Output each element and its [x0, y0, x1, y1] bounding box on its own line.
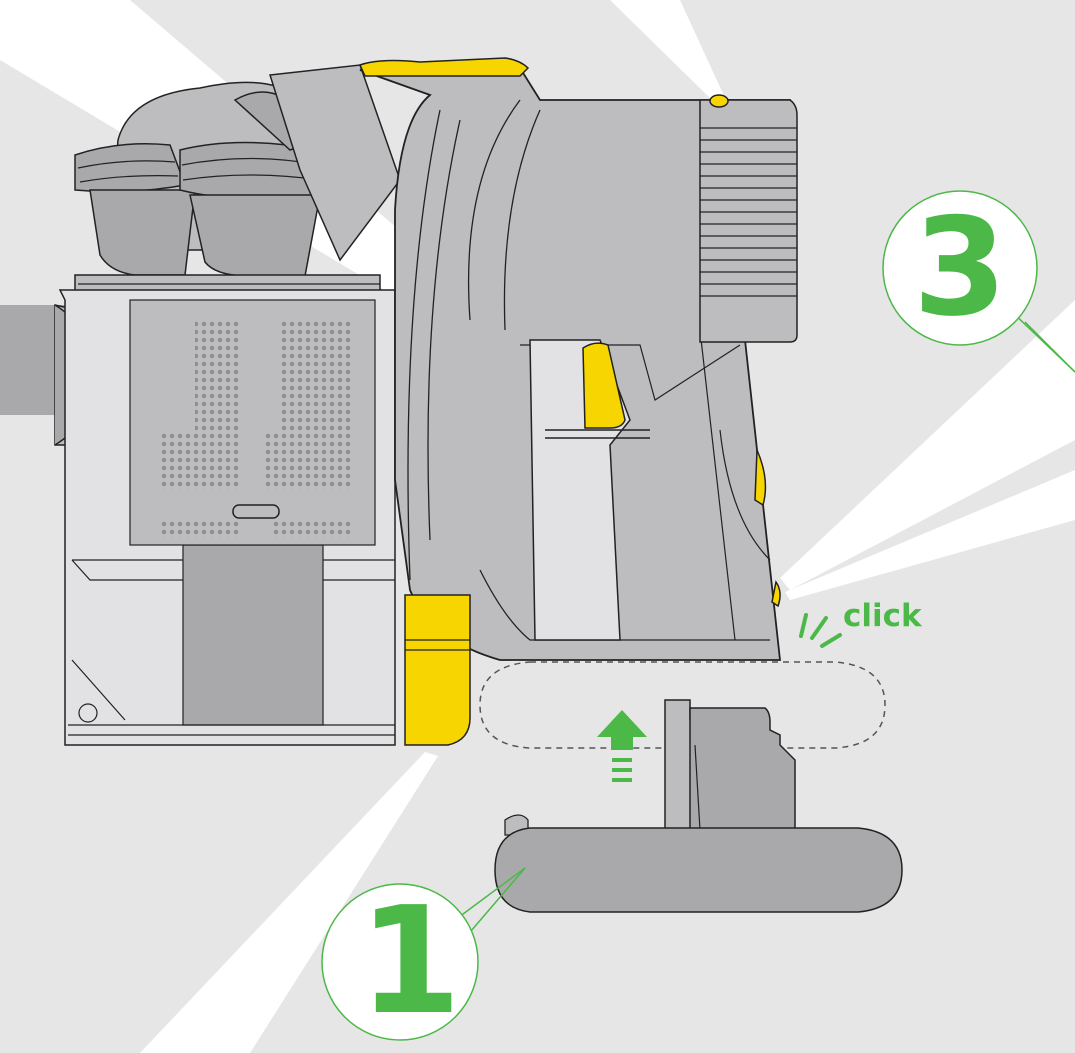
ray-bottom-left	[140, 752, 438, 1053]
battery-slot-outline	[479, 661, 886, 749]
click-sound-label: click	[843, 598, 923, 634]
callout-number-3: 3	[913, 189, 1007, 346]
cyclone-assembly	[74, 64, 401, 294]
yellow-accents	[358, 57, 781, 746]
side-button-upper	[754, 449, 767, 507]
top-release-button	[358, 57, 530, 77]
side-button-lower	[771, 580, 781, 608]
callout-3: 3	[882, 189, 1075, 373]
ray-top-right	[610, 0, 725, 100]
top-indicator-light	[709, 94, 729, 108]
shroud-filter	[129, 299, 376, 546]
motor-housing	[699, 99, 798, 343]
callout-number-1: 1	[359, 875, 462, 1047]
ray-right-lower	[785, 470, 1075, 600]
bin-release-catch	[404, 594, 471, 746]
trigger-button	[582, 342, 626, 429]
battery-pack	[494, 699, 903, 913]
arrow-up-dashed-icon	[597, 710, 647, 782]
bin-catch-lines	[405, 639, 470, 651]
sound-lines-icon	[799, 613, 842, 648]
callout-1: 1	[321, 867, 526, 1047]
ray-right-upper	[780, 300, 1075, 590]
